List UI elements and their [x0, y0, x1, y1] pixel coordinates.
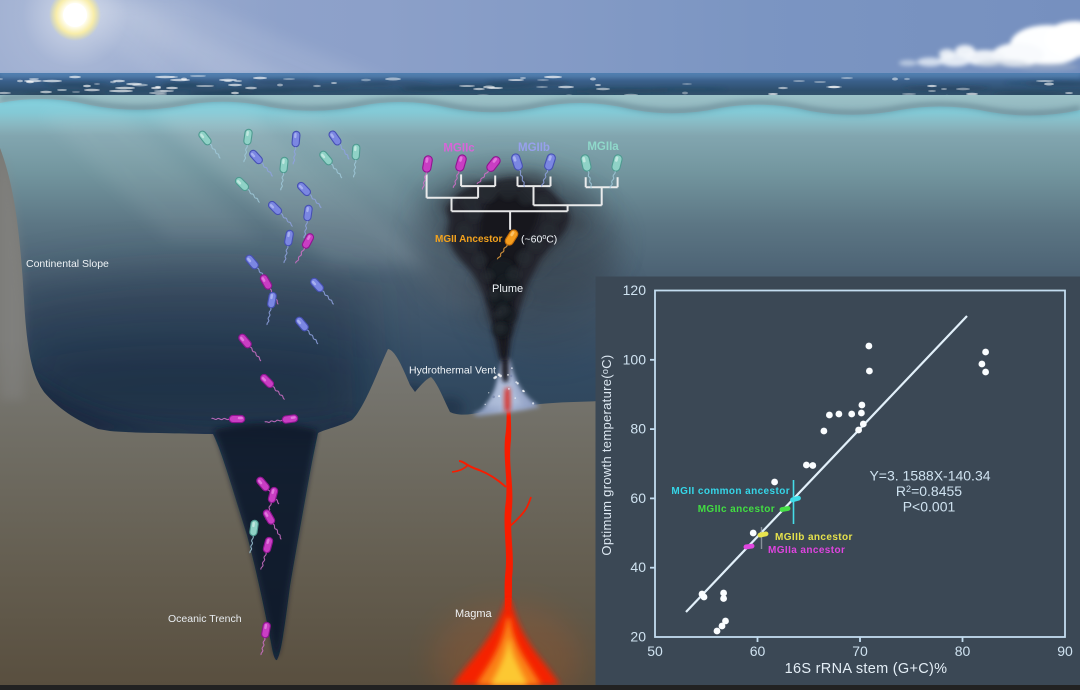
svg-text:R2=0.8455: R2=0.8455: [896, 483, 962, 499]
svg-text:MGII Ancestor: MGII Ancestor: [435, 234, 503, 245]
svg-text:90: 90: [1057, 643, 1073, 659]
svg-text:60: 60: [750, 643, 766, 659]
svg-text:Optimum growth temperature(oC): Optimum growth temperature(oC): [599, 354, 614, 555]
svg-text:Continental Slope: Continental Slope: [26, 258, 109, 270]
svg-text:P<0.001: P<0.001: [903, 499, 956, 515]
svg-text:40: 40: [630, 559, 646, 575]
svg-text:(~60oC): (~60oC): [521, 234, 557, 246]
svg-text:20: 20: [630, 629, 646, 645]
svg-text:MGII common ancestor: MGII common ancestor: [671, 486, 790, 497]
svg-text:50: 50: [647, 643, 663, 659]
svg-text:Plume: Plume: [492, 283, 523, 295]
svg-text:70: 70: [852, 643, 868, 659]
svg-text:120: 120: [623, 282, 647, 298]
svg-text:MGIIc ancestor: MGIIc ancestor: [698, 504, 775, 515]
svg-text:MGIIc: MGIIc: [443, 143, 475, 155]
svg-text:80: 80: [955, 643, 971, 659]
svg-text:Magma: Magma: [455, 608, 493, 620]
svg-text:Oceanic Trench: Oceanic Trench: [168, 613, 242, 625]
svg-text:Hydrothermal Vent: Hydrothermal Vent: [409, 365, 496, 377]
svg-text:80: 80: [630, 421, 646, 437]
svg-text:MGIIa ancestor: MGIIa ancestor: [768, 545, 845, 556]
svg-text:Y=3. 1588X-140.34: Y=3. 1588X-140.34: [869, 468, 990, 484]
svg-text:MGIIa: MGIIa: [587, 141, 619, 153]
svg-text:60: 60: [630, 490, 646, 506]
svg-text:100: 100: [623, 351, 647, 367]
svg-text:MGIIb ancestor: MGIIb ancestor: [775, 532, 853, 543]
svg-text:MGIIb: MGIIb: [518, 142, 550, 154]
svg-text:16S rRNA stem (G+C)%: 16S rRNA stem (G+C)%: [785, 661, 948, 677]
